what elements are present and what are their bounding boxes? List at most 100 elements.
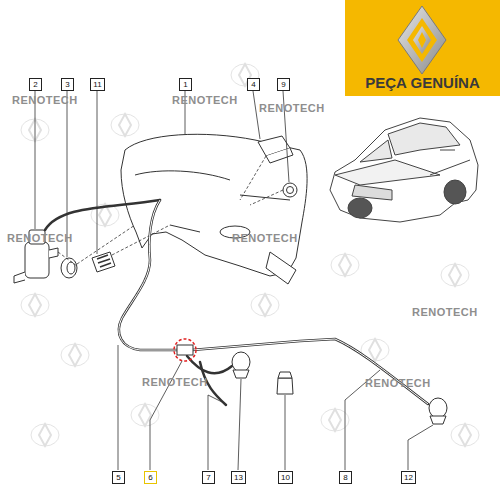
drawing-path	[360, 140, 392, 162]
watermark-text: RENOTECH	[365, 378, 431, 389]
drawing-path	[330, 118, 478, 222]
label-sticker	[92, 252, 115, 272]
drawing-path	[277, 378, 293, 394]
callout-box: 1	[179, 78, 192, 91]
callout-number: 6	[148, 474, 152, 482]
drawing-use	[31, 424, 59, 446]
drawing-path	[418, 32, 426, 48]
drawing-path	[238, 379, 241, 470]
callout-number: 8	[343, 474, 347, 482]
drawing-use	[131, 404, 159, 426]
drawing-path	[58, 252, 77, 266]
drawing-ellipse	[61, 258, 77, 278]
drawing-path	[192, 339, 428, 404]
callout-box: 4	[247, 78, 260, 91]
brand-text: PEÇA GENUÍNA	[365, 74, 479, 96]
drawing-path	[278, 372, 292, 378]
watermark-text: RENOTECH	[412, 307, 478, 318]
assembly-lines	[58, 156, 283, 266]
drawing-rect	[177, 345, 193, 355]
drawing-ellipse	[444, 180, 466, 204]
drawing-path	[430, 150, 470, 175]
drawing-path	[118, 345, 119, 470]
callout-box: 3	[61, 78, 74, 91]
callout-number: 1	[183, 81, 187, 89]
drawing-path	[398, 6, 446, 74]
drawing-path	[266, 252, 296, 284]
drawing-path	[266, 148, 293, 163]
drawing-path	[233, 370, 249, 378]
drawing-path	[253, 91, 260, 139]
drawing-path	[14, 272, 25, 283]
pump-grommet	[61, 258, 77, 278]
drawing-circle	[283, 183, 297, 197]
drawing-use	[451, 424, 479, 446]
drawing-ellipse	[429, 398, 447, 418]
drawing-path	[413, 26, 431, 54]
leader-lines	[35, 91, 433, 470]
drawing-rect	[25, 242, 49, 278]
washer-jet	[232, 352, 250, 378]
drawing-ellipse	[348, 198, 372, 218]
washer-hoses	[45, 200, 428, 405]
drawing-path	[407, 18, 437, 62]
callout-box: 6	[144, 471, 157, 484]
drawing-path	[192, 339, 428, 404]
drawing-circle	[287, 187, 294, 194]
washer-jet	[429, 398, 447, 424]
callout-number: 7	[206, 474, 210, 482]
drawing-path	[119, 200, 178, 350]
watermark-logos	[21, 64, 479, 446]
drawing-path	[430, 416, 446, 424]
drawing-path	[97, 255, 111, 267]
callout-number: 3	[65, 81, 69, 89]
callout-box: 5	[112, 471, 125, 484]
grommet	[283, 183, 297, 197]
callout-number: 2	[33, 81, 37, 89]
drawing-path	[240, 156, 266, 200]
drawing-path	[408, 425, 433, 470]
callout-number: 4	[251, 81, 255, 89]
drawing-path	[92, 252, 115, 272]
callout-box: 13	[231, 471, 246, 484]
car-illustration	[330, 118, 478, 222]
drawing-use	[441, 264, 469, 286]
watermark-text: RENOTECH	[172, 95, 238, 106]
drawing-path	[285, 395, 286, 470]
watermark-text: RENOTECH	[259, 103, 325, 114]
drawing-ellipse	[67, 262, 75, 274]
watermark-text: RENOTECH	[232, 233, 298, 244]
drawing-path	[187, 356, 232, 373]
drawing-path	[335, 160, 440, 185]
hose-clip	[277, 372, 293, 394]
drawing-path	[35, 91, 36, 229]
drawing-path	[77, 225, 135, 264]
drawing-use	[111, 114, 139, 136]
callout-number: 11	[93, 81, 101, 89]
drawing-use	[251, 294, 279, 316]
drawing-path	[112, 225, 170, 255]
callout-box: 2	[29, 78, 42, 91]
callout-number: 5	[116, 474, 120, 482]
watermark-text: RENOTECH	[142, 377, 208, 388]
drawing-use	[331, 254, 359, 276]
callout-box: 11	[90, 78, 105, 91]
callout-number: 13	[234, 474, 243, 482]
drawing-ellipse	[232, 352, 250, 372]
drawing-circle	[174, 339, 196, 361]
drawing-use	[21, 294, 49, 316]
drawing-path	[208, 395, 222, 470]
drawing-path	[250, 190, 283, 205]
callout-box: 7	[202, 471, 215, 484]
washer-hoses-inner	[119, 200, 428, 404]
drawing-path	[49, 248, 58, 258]
drawing-path	[97, 91, 98, 254]
callout-number: 9	[281, 81, 285, 89]
callout-number: 12	[404, 474, 413, 482]
drawing-use	[61, 344, 89, 366]
callout-box: 12	[401, 471, 416, 484]
brand-panel	[345, 0, 500, 96]
hose-connector	[174, 339, 196, 361]
drawing-path	[119, 200, 178, 350]
